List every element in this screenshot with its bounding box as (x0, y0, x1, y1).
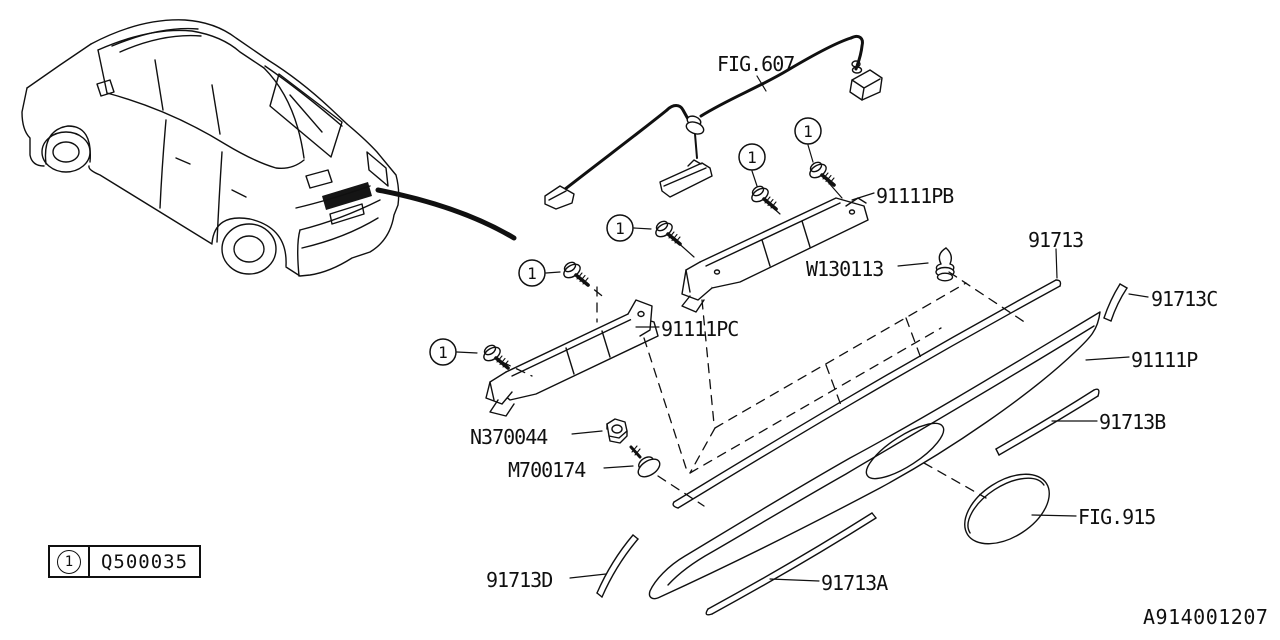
marker-1-d: 1 (527, 264, 537, 283)
callout-markers: 1 1 1 1 1 (429, 117, 822, 366)
callout-fig607: FIG.607 (717, 52, 795, 76)
diagram-id: A914001207 (1143, 605, 1269, 629)
pointer-swoosh (375, 187, 517, 241)
alignment-dashed-lines (501, 271, 1027, 507)
legend-marker-cell: 1 (50, 547, 90, 576)
screw-pointer-lines (674, 181, 843, 258)
marker-1-b: 1 (747, 148, 757, 167)
legend-marker-circle: 1 (57, 549, 81, 574)
bolt-m700174 (629, 445, 661, 478)
clip-w130113 (935, 247, 955, 282)
callout-w130113: W130113 (806, 257, 884, 281)
callout-91713: 91713 (1028, 228, 1084, 252)
garnish-91111p (648, 311, 1101, 600)
strip-91713c (1103, 283, 1128, 322)
callout-91713c: 91713C (1151, 287, 1218, 311)
callout-n370044: N370044 (470, 425, 548, 449)
strip-91713b (995, 388, 1100, 456)
strip-91713d (596, 534, 639, 598)
marker-1-c: 1 (615, 219, 625, 238)
marker-1-a: 1 (803, 122, 813, 141)
callout-91111pc: 91111PC (661, 317, 739, 341)
callout-91713b: 91713B (1099, 410, 1166, 434)
emblem-fig915 (964, 473, 1050, 545)
harness-fig607 (558, 34, 864, 195)
callout-91713d: 91713D (486, 568, 553, 592)
legend-box: 1 Q500035 (48, 545, 201, 578)
garnish-emblem-hole (865, 422, 945, 480)
label-leader-lines (569, 75, 1149, 582)
legend-marker-number: 1 (64, 553, 74, 570)
harness-connectors (544, 60, 883, 210)
strip-91713 (672, 279, 1062, 509)
car-illustration (21, 19, 400, 277)
marker-1-e: 1 (438, 343, 448, 362)
callout-91111pb: 91111PB (876, 184, 954, 208)
callout-91713a: 91713A (821, 571, 888, 595)
bracket-91111pc (485, 299, 659, 417)
car-garnish-highlight (322, 182, 372, 210)
bracket-91111pb (681, 197, 869, 313)
nut-n370044 (606, 418, 628, 444)
callout-91111p: 91111P (1131, 348, 1198, 372)
strip-91713a (705, 512, 877, 616)
callout-fig915: FIG.915 (1078, 505, 1156, 529)
callout-m700174: M700174 (508, 458, 586, 482)
legend-part-number: Q500035 (100, 550, 189, 573)
